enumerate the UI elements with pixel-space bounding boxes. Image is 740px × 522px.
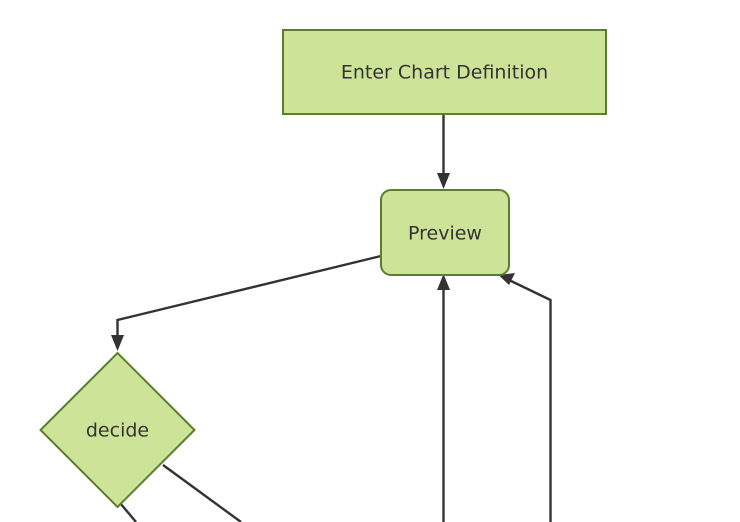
edge-return-center-to-preview [437,274,450,522]
node-decide[interactable]: decide [39,351,196,509]
edge-return-right-to-preview [498,273,552,522]
node-decide-shape[interactable] [39,351,196,509]
edge-decide-to-bottom-right [162,464,242,522]
edge-enter-to-preview [437,114,450,189]
arrowhead-icon [498,273,515,285]
node-enter-chart-definition-label: Enter Chart Definition [341,62,548,84]
arrowhead-icon [437,173,450,189]
node-preview-shape[interactable] [380,189,510,276]
node-preview[interactable]: Preview [380,189,510,276]
edge-preview-to-decide [111,254,382,351]
node-enter-chart-definition[interactable]: Enter Chart Definition [282,29,607,115]
node-decide-label: decide [86,420,149,442]
arrowhead-icon [437,274,450,290]
arrowhead-icon [111,335,124,351]
node-preview-label: Preview [408,223,482,245]
node-enter-chart-definition-shape[interactable] [282,29,607,115]
